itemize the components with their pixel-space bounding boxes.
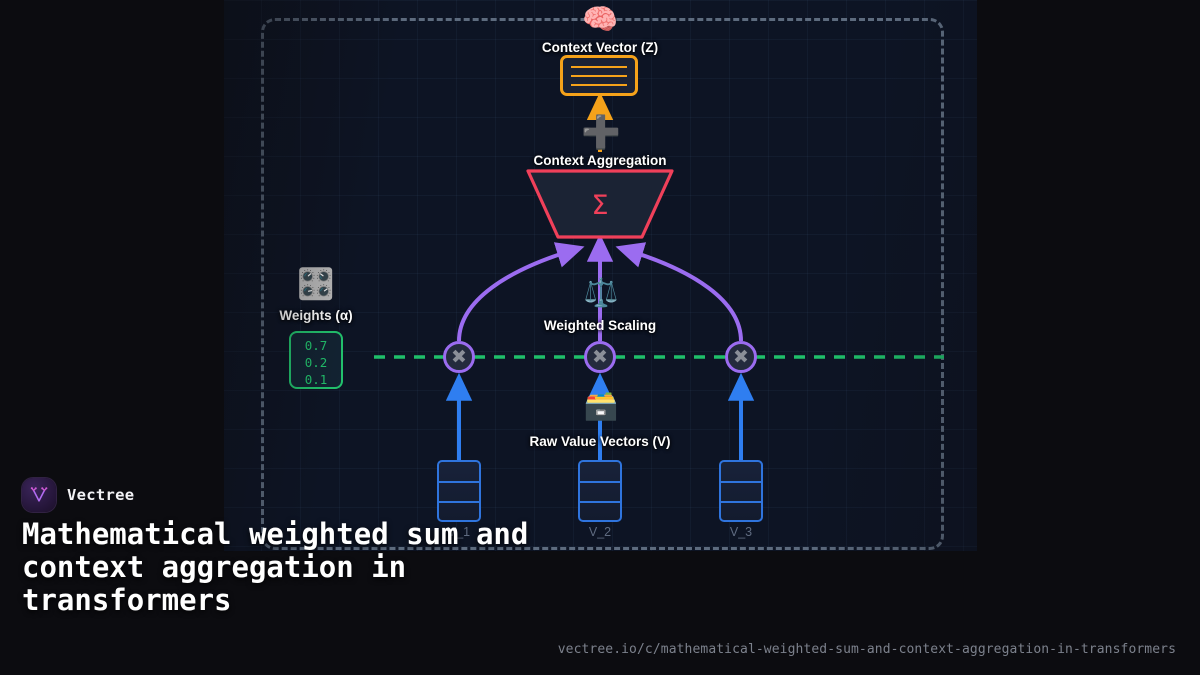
context-vector-label: Context Vector (Z) [541,40,659,55]
vector-line-3 [571,84,627,86]
vector-divider [439,481,479,483]
plus-sign-icon: ➕ [581,113,621,151]
multiply-node-1[interactable]: ✖ [443,341,475,373]
vector-divider [439,501,479,503]
value-vector-2[interactable] [578,460,622,522]
weight-value-3: 0.1 [304,372,328,387]
value-vector-3-caption: V_3 [729,525,753,539]
diagram-canvas[interactable]: 🧠 Context Vector (Z) ➕ Context Aggregati… [224,0,977,551]
multiply-operator-2: ✖ [592,345,608,368]
multiply-operator-3: ✖ [733,345,749,368]
vector-divider [721,481,761,483]
bottom-bar [0,669,1200,675]
vector-line-1 [571,66,627,68]
weights-values-box[interactable]: 0.7 0.2 0.1 [289,331,343,389]
brain-icon: 🧠 [581,2,619,36]
balance-scale-icon: ⚖️ [583,276,619,309]
context-vector-box[interactable] [560,55,638,96]
page-url: vectree.io/c/mathematical-weighted-sum-a… [557,642,1176,657]
value-vector-1[interactable] [437,460,481,522]
bottom-background [0,551,1200,675]
weighted-scaling-label: Weighted Scaling [543,318,657,333]
weight-value-1: 0.7 [304,338,328,353]
weight-value-2: 0.2 [304,355,328,370]
vectree-v-logo-icon [22,478,56,512]
multiply-node-3[interactable]: ✖ [725,341,757,373]
sigma-symbol: Σ [591,190,609,221]
context-vector-icon-wrap: 🧠 [581,5,619,34]
card-file-box-icon: 🗃️ [583,389,619,422]
raw-value-vectors-label: Raw Value Vectors (V) [529,434,671,449]
value-vector-3[interactable] [719,460,763,522]
control-knobs-icon: 🎛️ [297,267,335,302]
vector-divider [580,501,620,503]
brand-name: Vectree [67,486,135,504]
context-aggregation-funnel[interactable]: Σ [525,168,675,240]
weights-label: Weights (α) [279,308,353,323]
vector-divider [580,481,620,483]
vector-divider [721,501,761,503]
page-title: Mathematical weighted sum and context ag… [22,517,529,617]
multiply-operator-1: ✖ [451,345,467,368]
right-background [977,0,1200,551]
brand[interactable]: Vectree [22,478,134,512]
vector-line-2 [571,75,627,77]
context-aggregation-label: Context Aggregation [533,153,667,168]
multiply-node-2[interactable]: ✖ [584,341,616,373]
